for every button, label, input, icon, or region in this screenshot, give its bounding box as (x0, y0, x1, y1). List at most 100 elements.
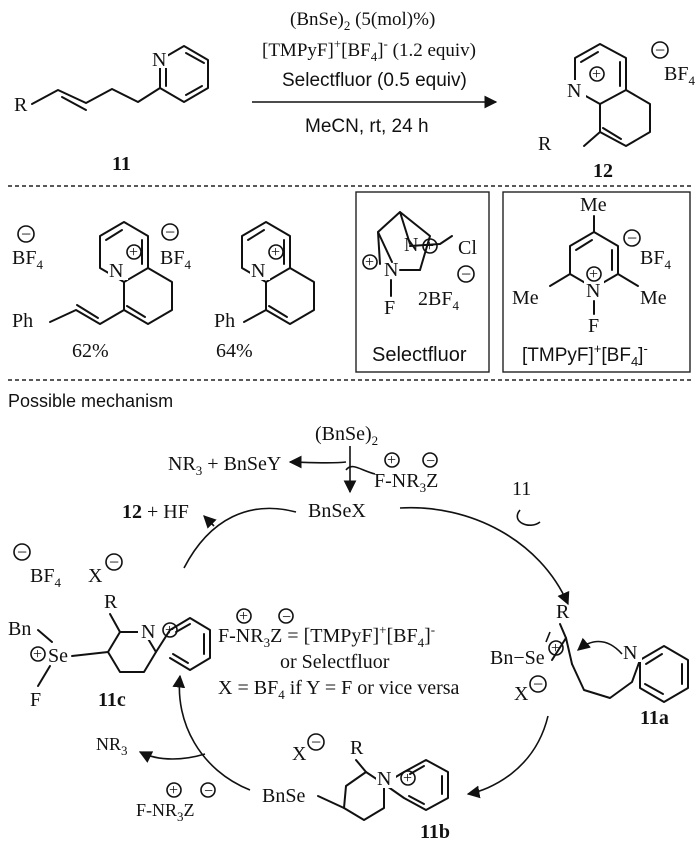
sf-cl-label: Cl (458, 237, 477, 259)
mech-bottom-plus: + (169, 782, 178, 799)
product-plus-charge: + (592, 66, 601, 83)
mech-bnse2: (BnSe)2 (315, 423, 378, 448)
11c-n-label: N (141, 621, 155, 643)
11a-x-label: X (514, 683, 529, 705)
11b-n-label: N (377, 768, 391, 790)
ex2-minus-charge: − (165, 222, 175, 242)
selectfluor-structure: N + Cl N + F − 2BF4 (362, 211, 477, 319)
yield-64: 64% (216, 340, 253, 362)
tmpyf-box (502, 191, 691, 373)
label-11a: 11a (640, 707, 669, 729)
11a-bnse-label: Bn−Se (490, 647, 545, 669)
mech-nr3-bnsey: NR3 + BnSeY (168, 453, 281, 478)
11b-r-label: R (350, 737, 364, 759)
product-12: N + R − BF4 (538, 40, 695, 155)
11c-minus-charge-1: − (17, 542, 27, 562)
tmpyf-counterion: BF4 (640, 247, 671, 272)
ex1-ph-label: Ph (12, 310, 33, 332)
mech-f-nr3z-top: F-NR3Z (374, 470, 438, 495)
note-minus: − (282, 609, 291, 626)
mech-f-nr3z-bottom: F-NR3Z (136, 800, 195, 824)
ex2-n-label: N (251, 260, 265, 282)
tmpyf-me-top: Me (580, 194, 607, 216)
sf-plus-charge-2: + (365, 254, 374, 271)
reaction-conditions: (BnSe)2 (5(mol)%) [TMPyF]+[BF4]- (1.2 eq… (262, 9, 476, 137)
product-minus-charge: − (655, 40, 665, 60)
sf-f-label: F (384, 297, 395, 319)
ex2-ph-label: Ph (214, 310, 235, 332)
11c-f-label: F (30, 689, 41, 711)
tmpyf-me-right: Me (640, 287, 667, 309)
11c-plus-charge: + (165, 622, 174, 639)
ex1-n-label: N (109, 260, 123, 282)
mech-11: 11 (512, 478, 531, 500)
mech-top-minus: − (426, 453, 435, 470)
product-r-label: R (538, 133, 552, 155)
reagent-line-4: MeCN, rt, 24 h (305, 116, 429, 137)
11b-minus-charge: − (311, 732, 321, 752)
11c-counterion: BF4 (30, 565, 61, 590)
tmpyf-label: [TMPyF]+[BF4]- (522, 341, 648, 369)
mech-bottom-minus: − (204, 783, 213, 800)
11a-n-label: N (623, 642, 637, 664)
product-n-label: N (567, 80, 581, 102)
note-plus: + (239, 608, 248, 625)
mech-12-hf: 12 + HF (122, 501, 189, 523)
11c-bn-label: Bn (8, 618, 31, 640)
example-styryl: − BF4 N + Ph (12, 221, 173, 332)
mechanism-note: + − F-NR3Z = [TMPyF]+[BF4]- or Selectflu… (218, 608, 460, 702)
selectfluor-label: Selectfluor (372, 344, 467, 366)
label-11c: 11c (98, 689, 126, 711)
11c-se-plus-charge: + (33, 646, 42, 663)
sf-minus-charge: − (461, 264, 471, 284)
tmpyf-minus-charge: − (627, 228, 637, 248)
pyridine-n-label: N (152, 49, 166, 71)
mech-top-plus: + (387, 452, 396, 469)
reagent-line-1: (BnSe)2 (5(mol)%) (290, 9, 435, 33)
ex1-counterion: BF4 (12, 247, 43, 272)
sf-n-bottom-label: N (384, 259, 398, 281)
11c-se-label: Se (48, 645, 68, 667)
11a-plus-charge: + (551, 640, 560, 657)
sf-n-top-label: N (404, 234, 418, 256)
11c-x-label: X (88, 565, 103, 587)
mechanism-heading: Possible mechanism (8, 391, 173, 411)
tmpyf-f-label: F (588, 315, 599, 337)
sf-plus-charge-1: + (425, 238, 434, 255)
tmpyf-me-left: Me (512, 287, 539, 309)
11a-minus-charge: − (533, 674, 543, 694)
tmpyf-plus-charge: + (589, 266, 598, 283)
11b-bnse-label: BnSe (262, 785, 305, 807)
reagent-line-3: Selectfluor (0.5 equiv) (282, 70, 467, 91)
example-phenyl: − BF4 N + Ph (160, 221, 315, 332)
11b-plus-charge: + (403, 770, 412, 787)
r-group-label: R (14, 94, 28, 116)
note-line-2: or Selectfluor (280, 651, 390, 673)
intermediate-11a: R N Bn−Se + X − (490, 601, 689, 705)
intermediate-11b: X − R N + BnSe (262, 732, 449, 821)
reagent-line-2: [TMPyF]+[BF4]- (1.2 equiv) (262, 36, 476, 64)
tmpyf-structure: Me N + Me Me F − BF4 (512, 194, 671, 337)
note-line-1: F-NR3Z = [TMPyF]+[BF4]- (218, 622, 435, 650)
ex1-plus-charge: + (129, 244, 138, 261)
ex2-counterion: BF4 (160, 247, 191, 272)
mech-bnsex: BnSeX (308, 500, 366, 522)
substrate-label-11: 11 (112, 153, 131, 175)
mech-nr3-out: NR3 (96, 734, 128, 758)
11b-x-label: X (292, 743, 307, 765)
product-counterion: BF4 (664, 63, 695, 88)
tmpyf-n-label: N (586, 280, 600, 302)
note-line-3: X = BF4 if Y = F or vice versa (218, 677, 460, 702)
ex1-minus-charge: − (21, 224, 31, 244)
product-label-12: 12 (593, 160, 613, 182)
substrate-11: R N (14, 45, 209, 116)
11c-r-label: R (104, 591, 118, 613)
label-11b: 11b (420, 821, 450, 843)
intermediate-11c: − BF4 X − R N + Bn + Se F (8, 542, 211, 711)
11c-minus-charge-2: − (109, 552, 119, 572)
11a-r-label: R (556, 601, 570, 623)
yield-62: 62% (72, 340, 109, 362)
selectfluor-box (355, 191, 490, 373)
ex2-plus-charge: + (271, 244, 280, 261)
